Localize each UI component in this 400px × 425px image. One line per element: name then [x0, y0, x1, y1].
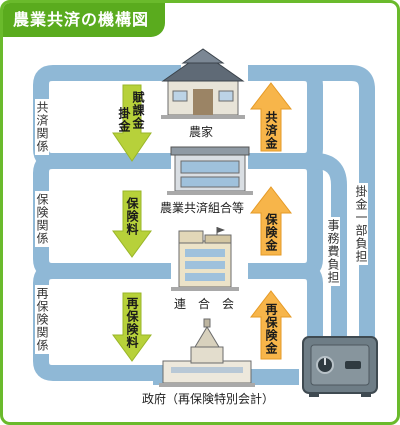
mutual-aid-money-arrow	[249, 82, 293, 152]
mutual-aid-relation-label: 共済関係	[35, 99, 49, 155]
levy-arrow	[112, 84, 152, 162]
federation-building-icon	[171, 227, 239, 291]
association-label: 農業共済組合等	[157, 199, 248, 216]
reinsurance-money-arrow	[249, 290, 293, 360]
insurance-fee-label: 保険料	[125, 197, 139, 236]
office-expense-label: 事務費負担	[326, 217, 340, 286]
reinsurance-fee-arrow	[112, 292, 152, 362]
mutual-aid-money-label: 共済金	[264, 111, 278, 150]
insurance-pipe	[33, 153, 171, 279]
levy-label-1: 掛金	[117, 107, 131, 133]
insurance-fee-arrow	[112, 190, 152, 258]
reinsurance-relation-label: 再保険関係	[35, 285, 49, 354]
reinsurance-return-pipe	[248, 263, 323, 341]
reinsurance-pipe	[33, 263, 171, 381]
federation-label: 連 合 会	[171, 295, 238, 312]
reinsurance-fee-label: 再保険料	[125, 297, 139, 349]
insurance-money-arrow	[249, 186, 293, 256]
office-expense-pipe	[248, 153, 347, 341]
insurance-money-label: 保険金	[264, 213, 278, 252]
farmhouse-icon	[161, 48, 245, 119]
safe-icon	[302, 336, 378, 397]
farmer-label: 農家	[186, 123, 217, 140]
reinsurance-money-label: 再保険金	[264, 303, 278, 355]
premium-share-pipe	[248, 65, 375, 349]
premium-share-label: 掛金一部負担	[354, 183, 368, 265]
mutual-aid-pipe	[33, 65, 181, 169]
flow-diagram	[33, 48, 378, 397]
diet-building-icon	[159, 318, 255, 387]
diagram-title: 農業共済の機構図	[3, 3, 166, 37]
levy-label-2: 賦課金	[131, 91, 145, 130]
association-building-icon	[167, 146, 253, 195]
insurance-relation-label: 保険関係	[35, 191, 49, 247]
government-label: 政府（再保険特別会計）	[139, 390, 278, 407]
